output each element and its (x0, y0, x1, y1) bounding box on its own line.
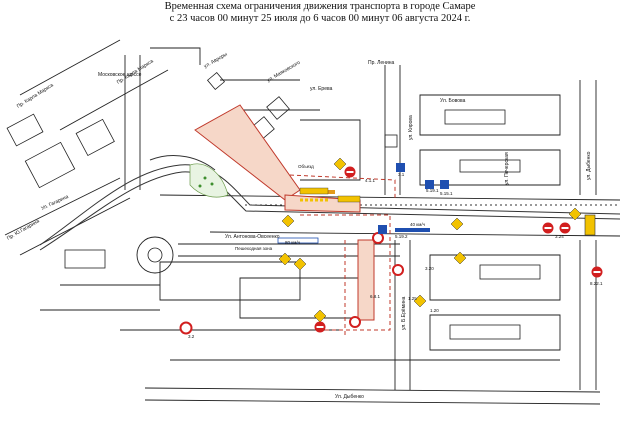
yellow-warning-sign (278, 252, 292, 266)
bypass-label: Объезд (298, 164, 314, 169)
sign-code: 6.8.1 (370, 294, 381, 299)
street-label: Ул. Бовова (440, 98, 466, 104)
sign-code: 5.15.1 (440, 191, 453, 196)
street-label: ул. Кирова (408, 115, 414, 140)
street-label: Ул. Антонова-Овсеенко (225, 234, 280, 240)
barrier-sign (299, 187, 329, 195)
road-network (4, 39, 621, 405)
map-title-line-1: Временная схема ограничения движения тра… (164, 1, 476, 12)
blue-direction-sign (440, 180, 449, 189)
yellow-warning-sign (281, 214, 295, 228)
speed-label: 40 км/ч (410, 222, 426, 227)
blue-direction-sign (396, 163, 405, 172)
sign-code: 3.24 (555, 234, 564, 239)
sign-code: 8.22.1 (590, 281, 603, 286)
pedestrian-zone-marker (277, 228, 430, 244)
no-entry-sign (179, 321, 193, 335)
yellow-warning-sign (293, 257, 307, 271)
zone-labels: Пешеходная зона 80 км/ч 40 км/ч Объезд (235, 164, 426, 251)
sign-code: 3.2 (188, 334, 195, 339)
street-label: ул. Печерская (504, 152, 510, 185)
tram-tracks (39, 154, 621, 251)
sign-code: 5.19.1 (426, 188, 439, 193)
bypass-route (289, 174, 396, 335)
no-turn-sign (349, 316, 361, 328)
no-entry-sign (314, 321, 326, 333)
no-entry-sign (591, 266, 603, 278)
traffic-signs (179, 157, 603, 335)
green-zone (189, 163, 229, 198)
sign-code-labels: 3.1 1.25 3.20 5.19.1 5.19.2 4.1.1 3.24 8… (188, 172, 603, 339)
blue-direction-sign (378, 225, 387, 234)
no-entry-sign (344, 166, 356, 178)
map-title-line-2: с 23 часов 00 минут 25 июля до 6 часов 0… (169, 13, 471, 24)
no-turn-sign (392, 264, 404, 276)
sign-code: 1.25 (408, 296, 417, 301)
yellow-warning-sign (453, 251, 467, 265)
closure-zone (194, 104, 596, 321)
sign-code: 4.1.1 (365, 178, 376, 183)
street-label: Ул. Гагарина (40, 194, 69, 212)
yellow-warning-sign (313, 309, 327, 323)
roundabout (136, 236, 174, 274)
speed-label: 80 км/ч (285, 240, 301, 245)
no-entry-sign (542, 222, 554, 234)
street-label: Московское шоссе (98, 72, 142, 78)
sign-code: 3.1 (398, 172, 405, 177)
no-turn-sign (372, 232, 384, 244)
barrier-sign (337, 195, 361, 203)
pedestrian-zone-label: Пешеходная зона (235, 246, 273, 251)
street-label: Пр. Ленина (368, 60, 395, 66)
blue-direction-sign (425, 180, 434, 189)
street-label: Ул. Дыбенко (335, 394, 364, 400)
yellow-warning-sign (450, 217, 464, 231)
street-label: ул. Б.Ерёмина (401, 296, 407, 330)
street-labels: Пр. Карла Маркса Пр. Карла Маркса Москов… (6, 51, 592, 400)
street-label: ул. Ерева (310, 86, 333, 92)
buildings (6, 71, 541, 340)
sign-code: 1.20 (430, 308, 439, 313)
street-label: ул. Дыбенко (586, 151, 592, 180)
street-label: Пр. Ю.Гагарина (6, 218, 41, 242)
yellow-warning-sign (568, 207, 582, 221)
yellow-warning-sign (333, 157, 347, 171)
street-label: ул. Авроры (203, 51, 229, 69)
no-entry-sign (559, 222, 571, 234)
sign-code: 3.20 (425, 266, 434, 271)
sign-code: 5.19.2 (395, 234, 408, 239)
yellow-warning-sign (413, 294, 427, 308)
